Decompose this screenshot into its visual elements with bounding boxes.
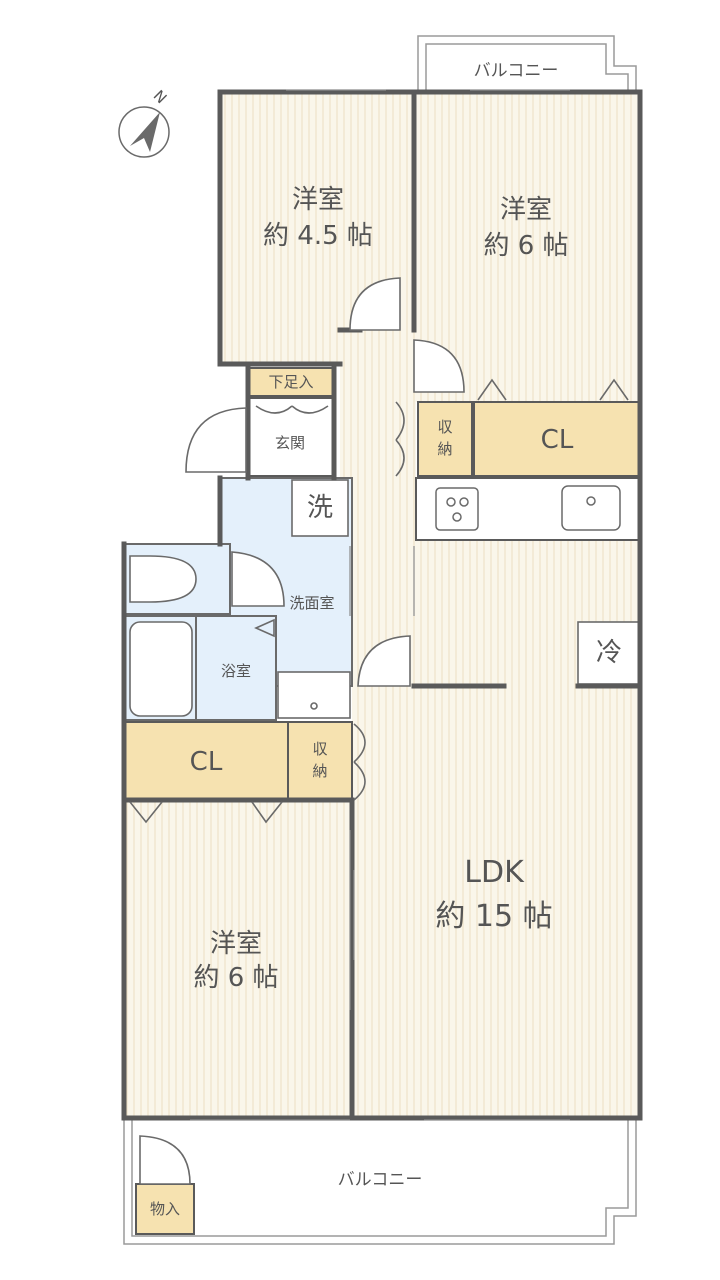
room-western-45-size: 約 4.5 帖: [263, 221, 373, 251]
floor-areas: [124, 92, 640, 1118]
windows: [190, 89, 570, 1121]
room-western-45-name: 洋室: [291, 185, 344, 215]
bath-label: 浴室: [220, 662, 251, 680]
closet-left-label: CL: [189, 747, 223, 777]
balcony-bottom: [123, 1118, 637, 1245]
balcony-top: [417, 35, 637, 92]
outdoor-storage-label: 物入: [149, 1200, 180, 1218]
shoe-storage-label: 下足入: [268, 373, 314, 391]
storage-mid-label-2: 納: [312, 762, 328, 780]
room-ldk-size: 約 15 帖: [435, 899, 553, 934]
balcony-top-label: バルコニー: [473, 61, 559, 81]
washer-label: 洗: [306, 493, 333, 523]
walls: [121, 89, 643, 1121]
doors: [129, 277, 629, 1185]
room-western-6-top-size: 約 6 帖: [483, 231, 569, 261]
storage-top-label-1: 収: [437, 418, 453, 436]
entrance-label: 玄関: [274, 434, 305, 452]
closets: [123, 367, 641, 1235]
kitchen-counter: [415, 477, 641, 541]
room-western-6-bottom-name: 洋室: [209, 929, 262, 959]
washroom-label: 洗面室: [289, 594, 335, 612]
room-western-6-top-name: 洋室: [499, 195, 552, 225]
room-ldk-name: LDK: [464, 855, 524, 890]
storage-top-label-2: 納: [437, 440, 453, 458]
fridge-label: 冷: [595, 638, 622, 668]
balcony-bottom-label: バルコニー: [337, 1170, 423, 1190]
room-western-6-bottom-size: 約 6 帖: [193, 963, 279, 993]
compass-icon: [118, 106, 170, 158]
closet-top-label: CL: [540, 425, 574, 455]
fixtures: [129, 479, 641, 719]
storage-mid-label-1: 収: [312, 740, 328, 758]
